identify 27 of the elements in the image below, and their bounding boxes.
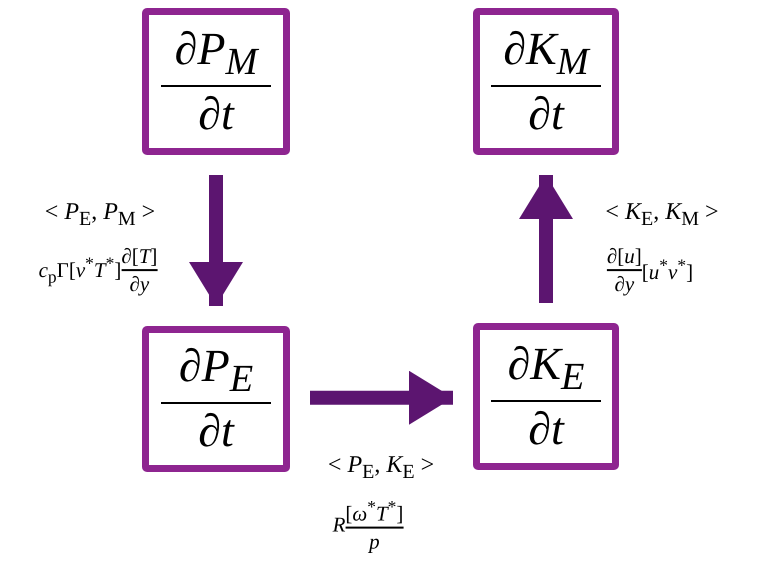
denominator-text: ∂t (528, 88, 564, 140)
equation-box (473, 8, 619, 155)
arrow (310, 370, 453, 425)
denominator-text: ∂t (198, 88, 234, 140)
formula-term: [u$^{*}$v$^{*}$] (642, 255, 694, 285)
edge-label: < P$_{E}$, P$_{M}$ > (44, 199, 156, 231)
numerator-text: ∂K$_{M}$ (503, 24, 589, 83)
denominator-text: ∂y (614, 272, 634, 296)
equation-box (142, 326, 290, 472)
denominator-text: ∂t (198, 406, 234, 457)
denominator-text: ∂y (130, 272, 150, 296)
equation-box (142, 8, 290, 155)
numerator-text: ∂P$_{M}$ (174, 24, 258, 83)
arrow (189, 175, 243, 306)
numerator-text: ∂[T] (121, 244, 158, 268)
numerator-text: ∂K$_{E}$ (508, 338, 584, 398)
denominator-text: p (369, 529, 380, 554)
denominator-text: ∂t (528, 404, 564, 454)
edge-label: < K$_{E}$, K$_{M}$ > (605, 199, 719, 231)
formula-term: c$_{p}$Γ[v$^{*}$T$^{*}$] (38, 253, 122, 287)
numerator-text: ∂P$_{E}$ (178, 341, 254, 400)
numerator-text: [ω$^{*}$T$^{*}$] (345, 496, 404, 526)
formula-term: R (332, 512, 346, 538)
arrow (519, 175, 573, 303)
equation-box (473, 323, 619, 470)
edge-label: < P$_{E}$, K$_{E}$ > (328, 452, 434, 484)
numerator-text: ∂[u] (606, 244, 642, 268)
